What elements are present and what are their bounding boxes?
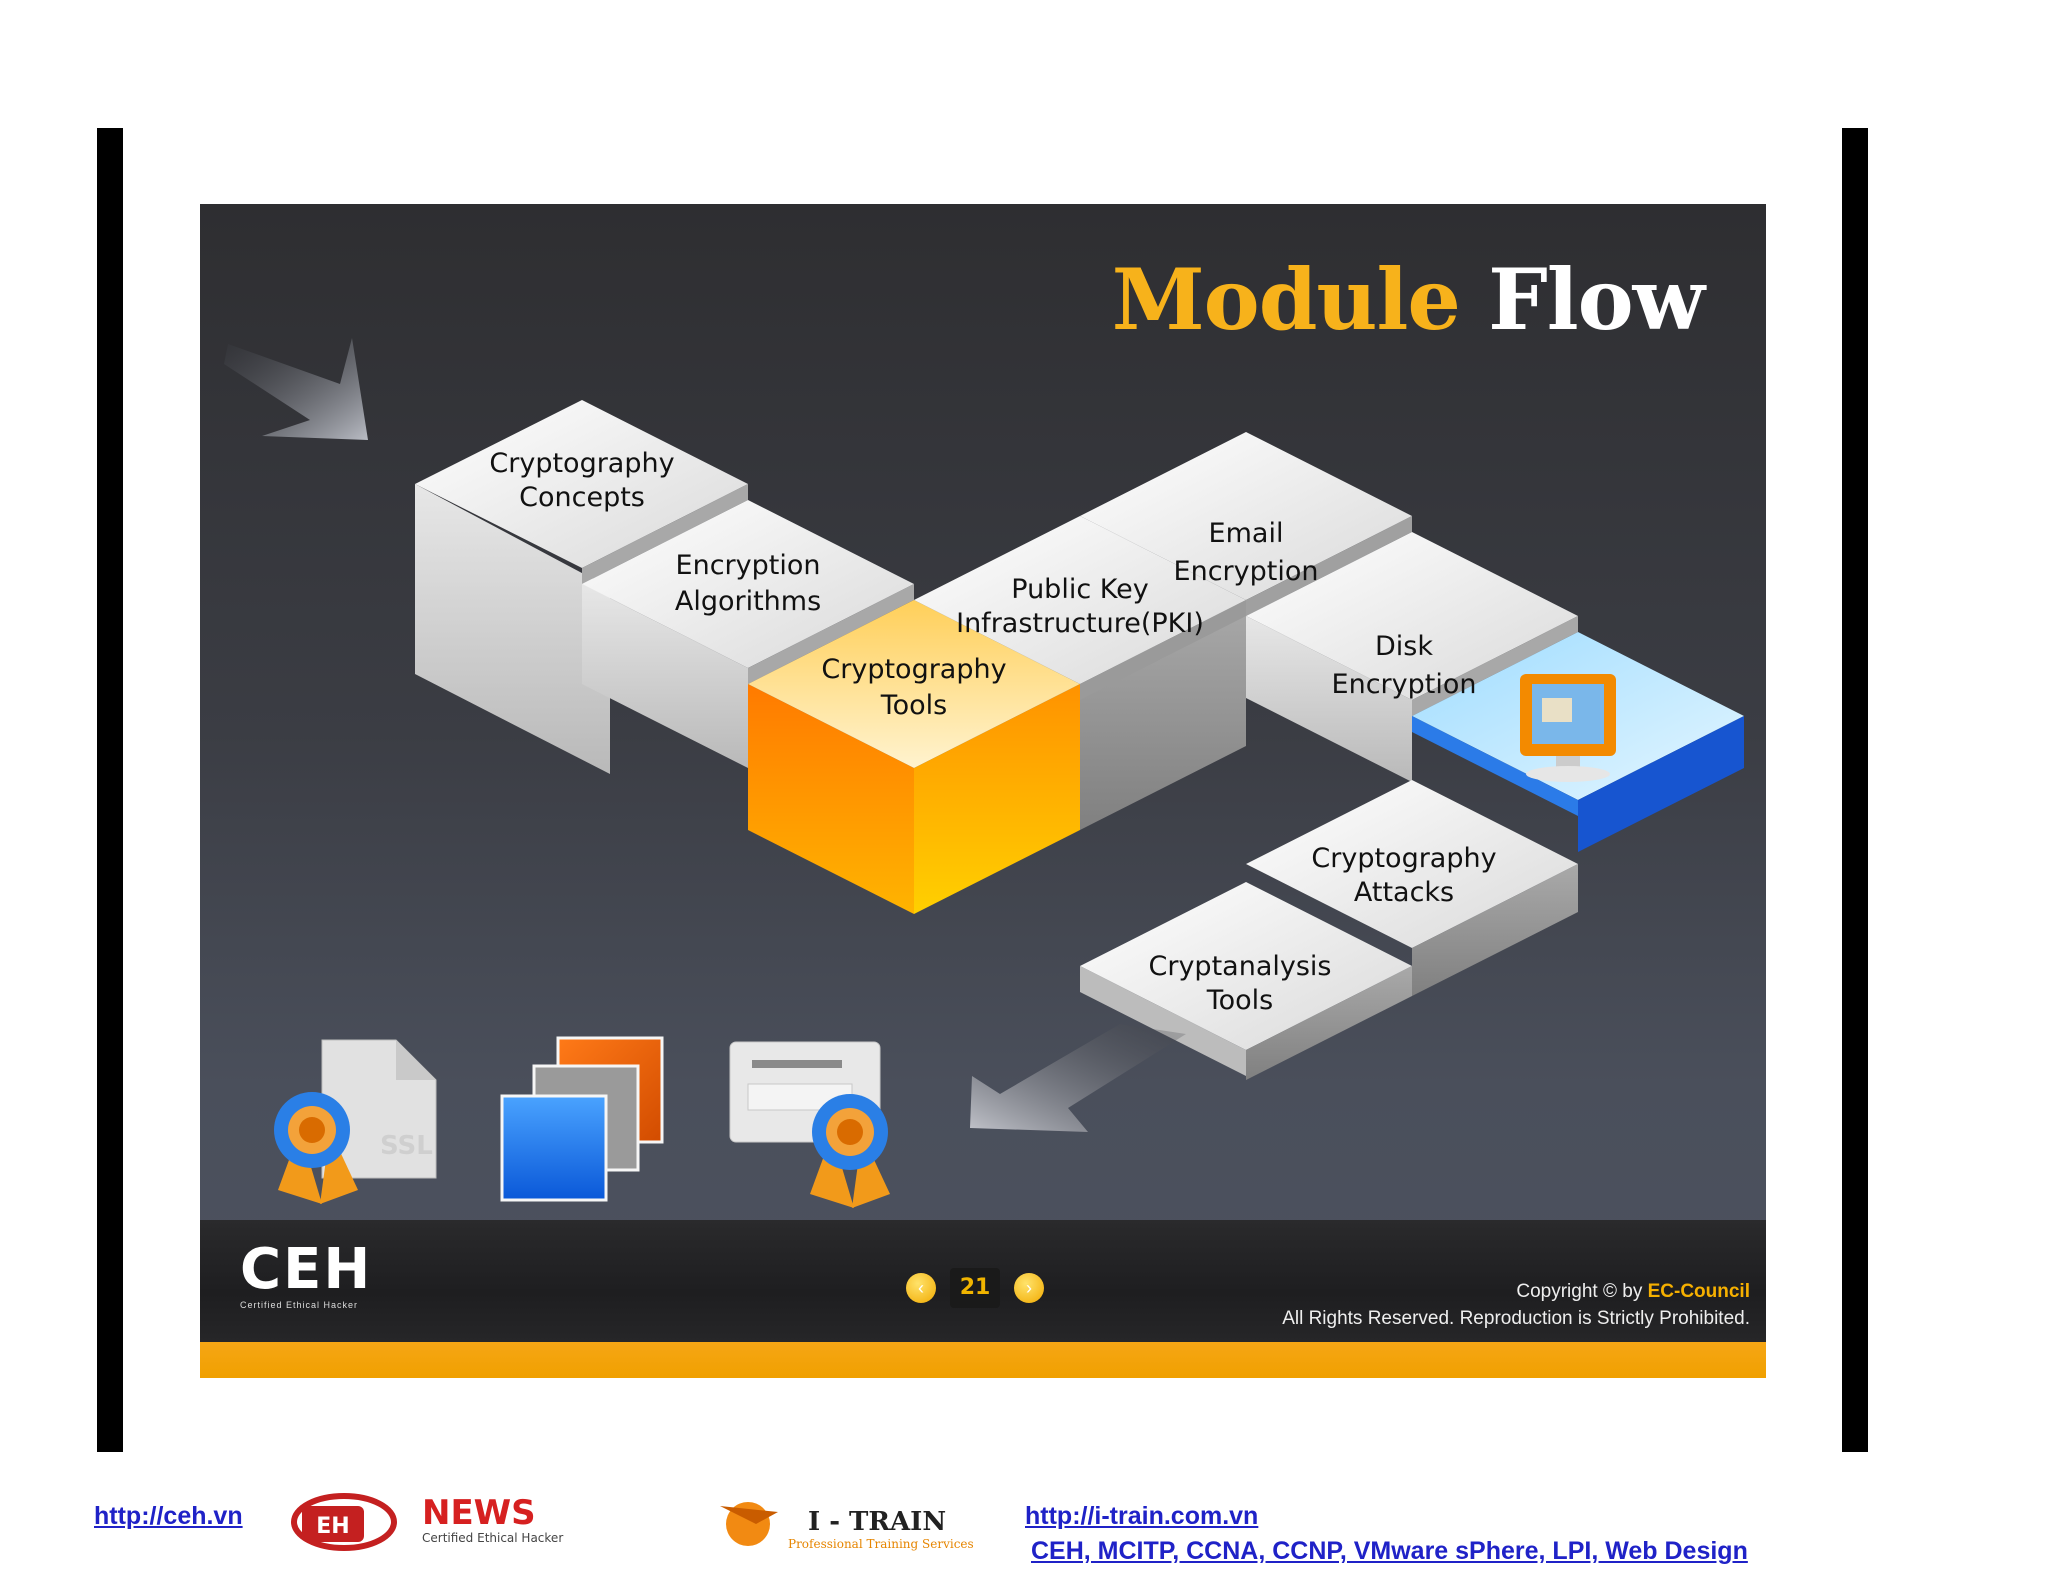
- courses-link[interactable]: CEH, MCITP, CCNA, CCNP, VMware sPhere, L…: [1031, 1537, 1748, 1565]
- step-disk-encryption[interactable]: [1246, 532, 1578, 782]
- ssl-certificate-icon: SSL: [274, 1039, 437, 1204]
- step-line: Encryption: [1332, 669, 1477, 700]
- step-line: Tools: [880, 690, 948, 721]
- copyright: Copyright © by EC-Council All Rights Res…: [1282, 1278, 1750, 1332]
- step-line: Infrastructure(PKI): [956, 608, 1204, 639]
- step-line: Email: [1209, 518, 1284, 549]
- step-encryption-algorithms[interactable]: [582, 500, 914, 768]
- page-number: 21: [950, 1268, 1000, 1308]
- step-line: Cryptanalysis: [1149, 951, 1332, 982]
- step-blue-monitor-block: [1412, 632, 1744, 852]
- step-line: Cryptography: [489, 448, 674, 479]
- step-cryptography-attacks[interactable]: [1246, 780, 1578, 996]
- left-border-bar: [97, 128, 123, 1452]
- pager: ‹ 21 ›: [906, 1268, 1044, 1308]
- news-logo-subtitle: Certified Ethical Hacker: [422, 1531, 563, 1545]
- title-module: Module: [1111, 250, 1461, 349]
- step-line: Algorithms: [675, 586, 821, 617]
- ceh-logo-text: CEH: [240, 1237, 373, 1302]
- step-line: Cryptography: [1311, 843, 1496, 874]
- step-line: Concepts: [519, 482, 645, 513]
- step-line: Public Key: [1011, 574, 1148, 605]
- step-line: Attacks: [1354, 877, 1454, 908]
- eh-news-logo-graphic: EH NEWS Certified Ethical Hacker: [291, 1493, 563, 1551]
- footer-accent-bar: [200, 1342, 1766, 1378]
- copyright-line2: All Rights Reserved. Reproduction is Str…: [1282, 1308, 1750, 1329]
- monitor-icon: [1520, 674, 1616, 782]
- right-border-bar: [1842, 128, 1868, 1452]
- i-train-logo-graphic: I - TRAIN Professional Training Services: [720, 1502, 974, 1551]
- stacked-windows-icon: [500, 1036, 664, 1202]
- copyright-brand: EC-Council: [1647, 1281, 1750, 1302]
- previous-page-button[interactable]: ‹: [906, 1273, 936, 1303]
- i-train-logo-text: I - TRAIN: [808, 1507, 946, 1537]
- copyright-line1: Copyright © by EC-Council: [1282, 1278, 1750, 1305]
- step-line: Disk: [1375, 631, 1433, 662]
- step-line: Cryptography: [821, 654, 1006, 685]
- eh-news-logo: EH NEWS Certified Ethical Hacker: [284, 1482, 602, 1552]
- i-train-link[interactable]: http://i-train.com.vn: [1025, 1502, 1259, 1530]
- slide-title: Module Flow: [1111, 250, 1705, 349]
- step-line: Encryption: [1174, 556, 1319, 587]
- svg-text:SSL: SSL: [380, 1131, 433, 1161]
- i-train-logo-subtitle: Professional Training Services: [788, 1537, 974, 1551]
- copyright-prefix: Copyright © by: [1516, 1281, 1643, 1302]
- svg-text:EH: EH: [316, 1514, 349, 1539]
- step-cryptanalysis-tools[interactable]: [1080, 882, 1412, 1080]
- i-train-logo: I - TRAIN Professional Training Services: [708, 1492, 988, 1558]
- title-flow: Flow: [1488, 250, 1705, 349]
- exit-arrow: [970, 1024, 1186, 1132]
- slide: Module Flow: [200, 204, 1766, 1378]
- next-page-button[interactable]: ›: [1014, 1273, 1044, 1303]
- ceh-vn-link[interactable]: http://ceh.vn: [94, 1502, 243, 1530]
- slide-footer: CEH Certified Ethical Hacker ‹ 21 › Copy…: [200, 1220, 1766, 1342]
- step-line: Encryption: [676, 550, 821, 581]
- ceh-logo-subtitle: Certified Ethical Hacker: [240, 1300, 359, 1310]
- step-cryptography-concepts[interactable]: [415, 400, 748, 774]
- ceh-logo: CEH Certified Ethical Hacker: [240, 1240, 390, 1320]
- entry-arrow: [224, 338, 368, 440]
- news-logo-text: NEWS: [422, 1493, 536, 1533]
- step-email-encryption[interactable]: [1080, 432, 1412, 616]
- step-line: Tools: [1206, 985, 1274, 1016]
- certificate-award-icon: [729, 1041, 890, 1208]
